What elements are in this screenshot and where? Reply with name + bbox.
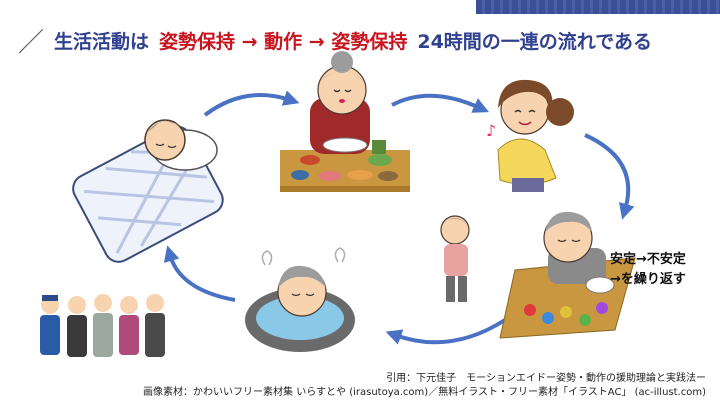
title-part-2: 姿勢保持 → 動作 → 姿勢保持	[159, 30, 408, 53]
title-part-3: 24時間の一連の流れである	[417, 30, 653, 53]
top-decoration-bar	[0, 0, 720, 14]
title-slash-mark: ／	[18, 27, 45, 58]
stability-note-line-2: →を繰り返す	[610, 272, 686, 287]
workers-group-illustration	[40, 294, 165, 357]
walking-elder-illustration	[440, 215, 470, 302]
sleeping-elder-illustration	[72, 119, 224, 263]
citation: 引用：下元佳子 モーションエイドー姿勢・動作の援助理論と実践法ー 画像素材：かわ…	[143, 372, 706, 400]
top-bar-band	[476, 0, 720, 14]
arrow-craft-to-bath	[385, 318, 507, 345]
title-part-1: 生活活動は	[54, 30, 150, 53]
cycle-arrows	[163, 90, 635, 345]
bathing-elder-illustration	[245, 247, 355, 352]
arrow-sleep-to-eat	[203, 90, 300, 117]
top-bar-plain	[0, 0, 476, 14]
stability-note: 安定→不安定 →を繰り返す	[610, 250, 686, 290]
arrow-listen-to-craft	[584, 133, 635, 220]
stability-note-line-1: 安定→不安定	[610, 252, 686, 267]
listening-woman-illustration: ♪	[486, 79, 574, 192]
arrow-eat-to-listen	[391, 93, 490, 113]
crafting-elder-illustration	[499, 211, 636, 339]
eating-elder-illustration	[280, 51, 410, 192]
citation-line-1: 引用：下元佳子 モーションエイドー姿勢・動作の援助理論と実践法ー	[386, 373, 706, 384]
music-note-icon: ♪	[486, 121, 496, 140]
citation-line-2: 画像素材：かわいいフリー素材集 いらすとや (irasutoya.com)／無料…	[143, 387, 706, 398]
arrow-bath-to-sleep	[163, 245, 236, 302]
slide-title: ／ 生活活動は 姿勢保持 → 動作 → 姿勢保持 24時間の一連の流れである	[18, 20, 652, 60]
